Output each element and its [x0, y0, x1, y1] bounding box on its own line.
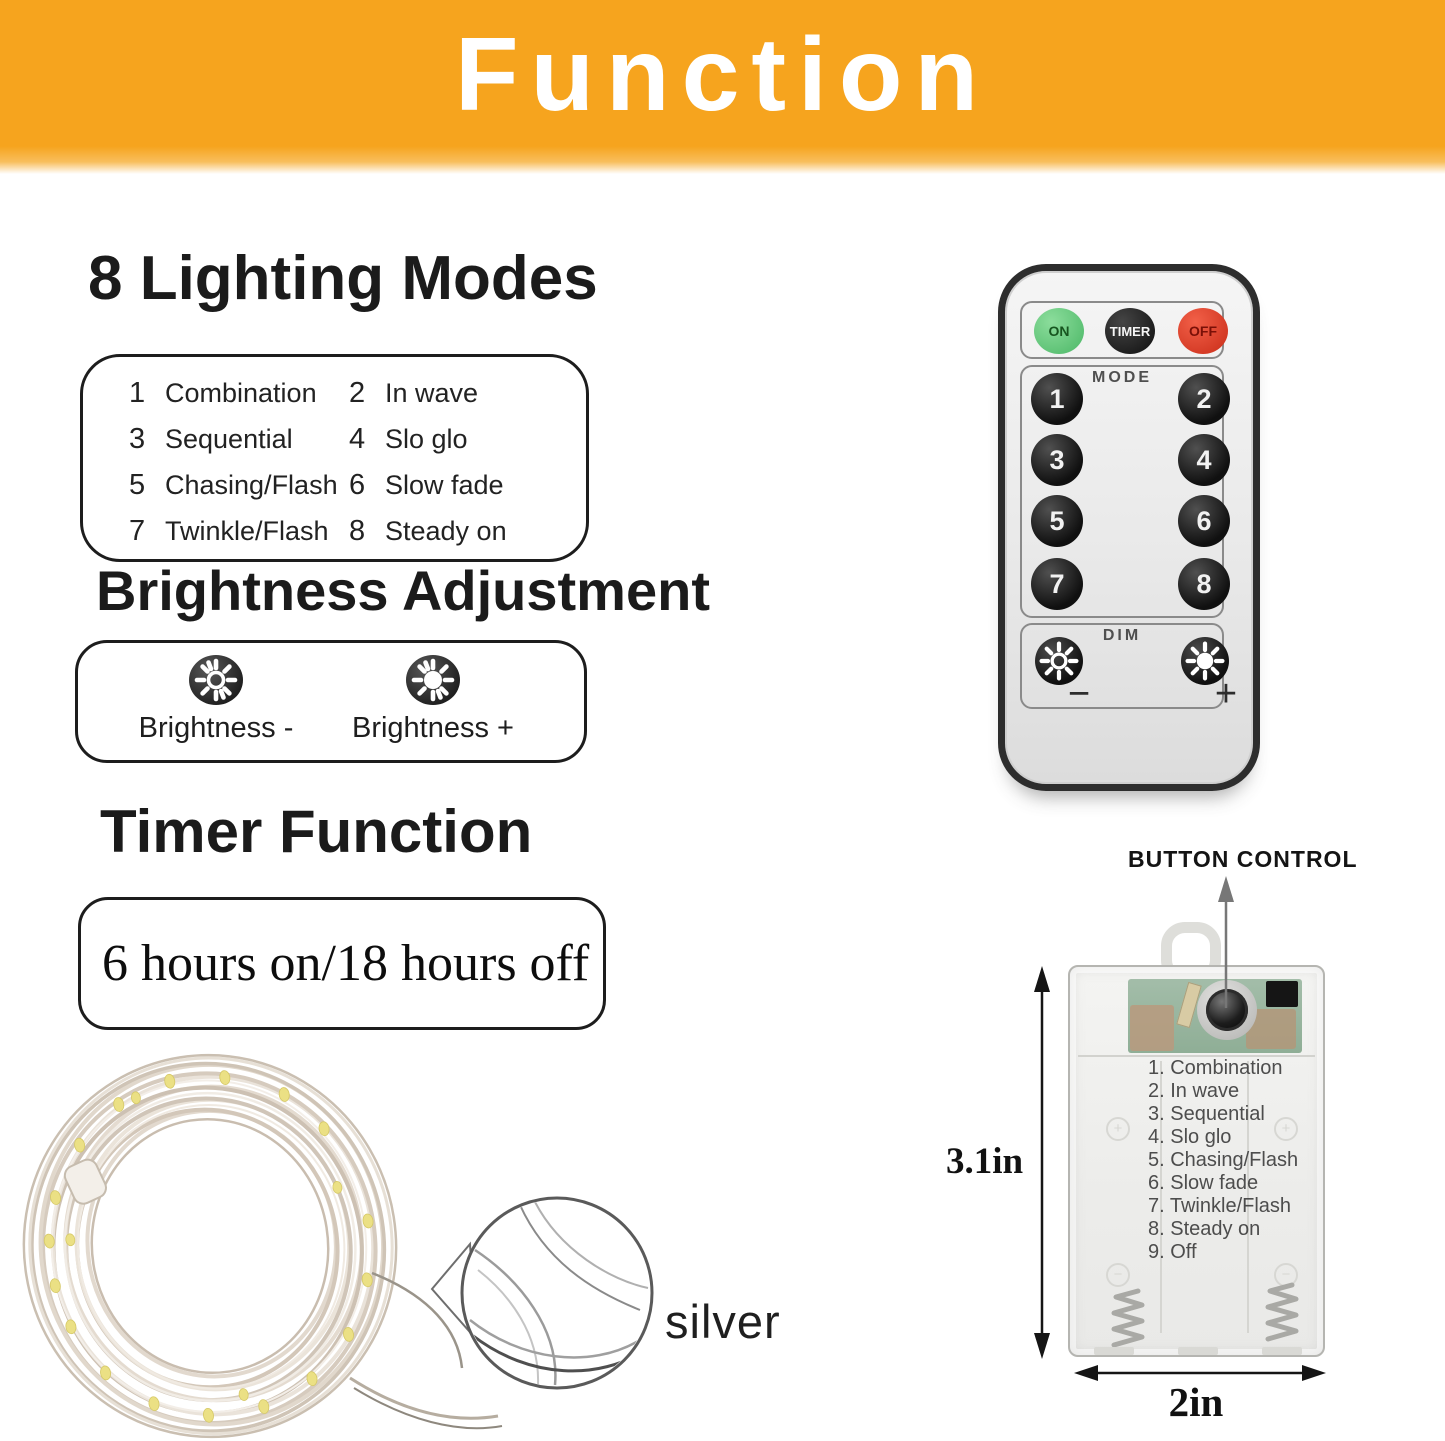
battery-height-dimension: 3.1in [946, 1141, 1024, 1182]
remote-mode-button-8: 8 [1178, 558, 1230, 610]
remote-mode-button-1: 1 [1031, 373, 1083, 425]
battery-mode-line: 3. Sequential [1148, 1103, 1265, 1125]
mode-item: 1 Combination [129, 377, 349, 414]
dim-section-label: DIM [1102, 627, 1142, 644]
lighting-modes-box: 1 Combination 2 In wave 3 Sequential 4 Slo g… [80, 354, 589, 562]
remote-on-button: ON [1034, 308, 1084, 354]
battery-minus-mark: − [1106, 1263, 1130, 1287]
left-arrowhead-icon [1074, 1365, 1098, 1381]
mode-label: Slo glo [385, 424, 468, 454]
battery-box: + + − − 1. Combination 2. In wave 3. Seq… [1068, 965, 1325, 1357]
battery-mode-line: 2. In wave [1148, 1080, 1240, 1102]
control-button-bezel [1197, 980, 1257, 1040]
coil-connector [63, 1158, 107, 1205]
remote-mode-button-3: 3 [1031, 434, 1083, 486]
battery-plus-mark: + [1274, 1117, 1298, 1141]
dim-plus-sign: + [1214, 673, 1238, 715]
battery-mode-line: 1. Combination [1148, 1057, 1283, 1079]
brightness-minus-label: Brightness - [138, 712, 294, 744]
mode-item: 7 Twinkle/Flash [129, 515, 349, 552]
battery-spring [1110, 1287, 1146, 1354]
mode-number: 2 [349, 377, 366, 409]
mode-label: In wave [385, 378, 479, 408]
brightness-box: Brightness - Brightness + [75, 640, 587, 763]
mode-item: 2 In wave [349, 377, 586, 414]
battery-plus-mark: + [1106, 1117, 1130, 1141]
battery-mode-line: 9. Off [1148, 1241, 1197, 1263]
magnified-wires [469, 1201, 649, 1386]
mode-section-label: MODE [1092, 369, 1152, 386]
remote-mode-button-2: 2 [1178, 373, 1230, 425]
brightness-plus-label: Brightness + [351, 712, 514, 744]
remote-control: ON TIMER OFF MODE 1 2 3 4 5 6 7 8 DIM [998, 264, 1260, 791]
down-arrowhead-icon [1034, 1333, 1050, 1359]
banner-title: Function [454, 17, 990, 133]
brightness-minus-group: Brightness - [131, 655, 301, 745]
mode-label: Slow fade [385, 470, 504, 500]
mode-number: 8 [349, 515, 366, 547]
magnifier-circle [460, 1196, 654, 1390]
battery-compartment-edge [1078, 1055, 1315, 1057]
remote-mode-section: MODE 1 2 3 4 5 6 7 8 [1020, 365, 1230, 618]
wire-color-label: silver [665, 1295, 781, 1348]
battery-mode-line: 5. Chasing/Flash [1148, 1149, 1299, 1171]
dim-down-sun-icon [1035, 637, 1083, 685]
remote-mode-button-6: 6 [1178, 495, 1230, 547]
function-banner: Function [0, 0, 1445, 174]
mode-item: 6 Slow fade [349, 469, 586, 506]
mode-label: Sequential [165, 424, 293, 454]
remote-off-button: OFF [1178, 308, 1228, 354]
button-control-label: BUTTON CONTROL [1128, 846, 1358, 872]
timer-schedule: 6 hours on/18 hours off [102, 935, 590, 992]
mode-label: Combination [165, 378, 317, 408]
timer-box: 6 hours on/18 hours off [78, 897, 606, 1030]
battery-spring [1264, 1281, 1300, 1348]
sun-dim-icon [189, 655, 243, 705]
mode-number: 1 [129, 377, 146, 409]
mode-number: 4 [349, 423, 366, 455]
up-arrowhead-icon [1034, 966, 1050, 992]
mode-number: 7 [129, 515, 146, 547]
remote-mode-button-5: 5 [1031, 495, 1083, 547]
remote-mode-button-4: 4 [1178, 434, 1230, 486]
battery-divider [1160, 1061, 1162, 1333]
timer-heading: Timer Function [100, 798, 533, 865]
circuit-pad [1130, 1005, 1174, 1051]
remote-mode-button-7: 7 [1031, 558, 1083, 610]
mode-label: Twinkle/Flash [165, 516, 329, 546]
battery-mode-line: 8. Steady on [1148, 1218, 1261, 1240]
dim-up-sun-icon [1181, 637, 1229, 685]
mode-item: 8 Steady on [349, 515, 586, 552]
mode-label: Steady on [385, 516, 507, 546]
battery-divider [1247, 1061, 1249, 1333]
mode-label: Chasing/Flash [165, 470, 338, 500]
string-lights-photo [22, 1053, 654, 1439]
dim-minus-sign: − [1067, 673, 1091, 715]
lighting-modes-heading: 8 Lighting Modes [88, 244, 598, 313]
battery-mode-line: 6. Slow fade [1148, 1172, 1259, 1194]
battery-box-mode-list: 1. Combination 2. In wave 3. Sequential … [1148, 1057, 1298, 1264]
mode-number: 3 [129, 423, 146, 455]
control-button [1206, 989, 1248, 1031]
battery-contact-tab [1178, 1347, 1218, 1355]
remote-power-section: ON TIMER OFF [1020, 301, 1228, 359]
circuit-chip [1266, 981, 1298, 1007]
right-arrowhead-icon [1302, 1365, 1326, 1381]
remote-dim-section: DIM [1020, 623, 1237, 715]
brightness-heading: Brightness Adjustment [96, 559, 710, 622]
battery-contact-tab [1262, 1347, 1302, 1355]
battery-contact-tab [1094, 1347, 1134, 1355]
mode-item: 3 Sequential [129, 423, 349, 460]
sun-bright-icon [406, 655, 460, 705]
battery-mode-line: 7. Twinkle/Flash [1148, 1195, 1292, 1217]
mode-item: 4 Slo glo [349, 423, 586, 460]
up-arrowhead-icon [1218, 876, 1234, 902]
brightness-plus-group: Brightness + [348, 655, 518, 745]
remote-timer-button: TIMER [1105, 308, 1155, 354]
battery-width-dimension: 2in [1168, 1379, 1224, 1425]
battery-mode-line: 4. Slo glo [1148, 1126, 1232, 1148]
mode-item: 5 Chasing/Flash [129, 469, 349, 506]
mode-number: 6 [349, 469, 366, 501]
mode-number: 5 [129, 469, 146, 501]
